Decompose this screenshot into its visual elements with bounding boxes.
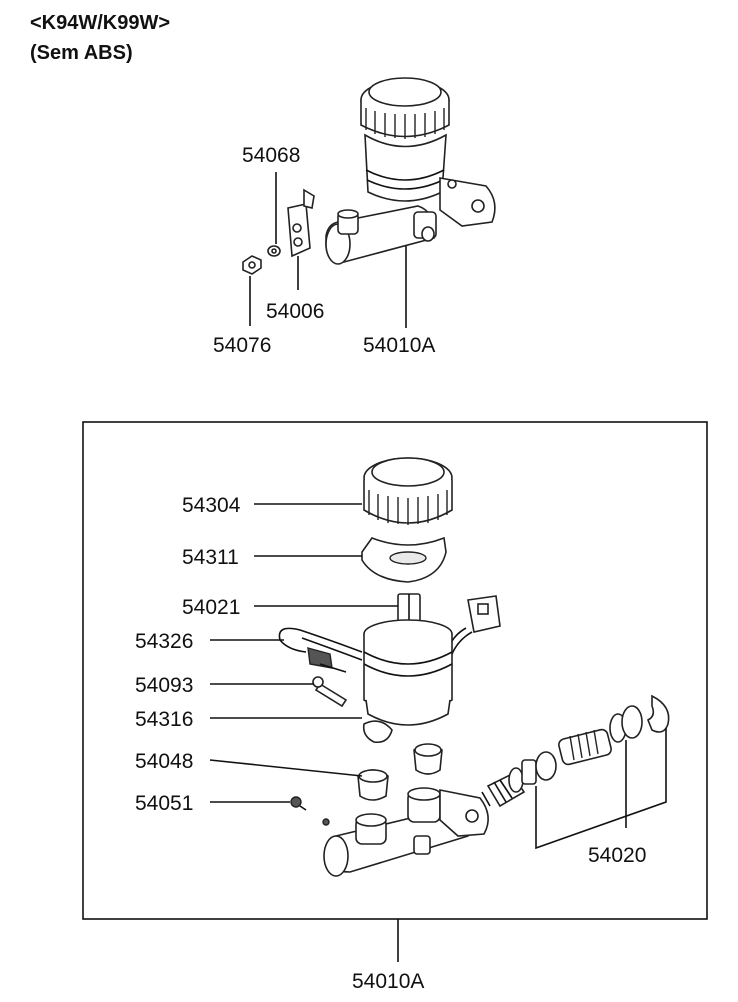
variant-heading: (Sem ABS) xyxy=(30,42,133,64)
callout-54316: 54316 xyxy=(135,708,193,731)
exploded-view-frame xyxy=(82,421,708,920)
callout-54010a-top: 54010A xyxy=(363,334,435,357)
callout-54311: 54311 xyxy=(182,546,239,569)
callout-54093: 54093 xyxy=(135,674,193,697)
callout-54076: 54076 xyxy=(213,334,271,357)
callout-54048: 54048 xyxy=(135,750,193,773)
callout-54304: 54304 xyxy=(182,494,241,517)
callout-54051: 54051 xyxy=(135,792,193,815)
callout-54006: 54006 xyxy=(266,300,324,323)
callout-54326: 54326 xyxy=(135,630,193,653)
callout-54010a-bottom: 54010A xyxy=(352,970,424,993)
exploded-parts xyxy=(278,457,670,877)
callout-54020: 54020 xyxy=(588,844,646,867)
piston-kit xyxy=(481,694,670,808)
callout-54068: 54068 xyxy=(242,144,300,167)
model-heading: <K94W/K99W> xyxy=(30,12,171,34)
top-master-cylinder-assembly xyxy=(242,77,496,275)
leader-54020-a xyxy=(535,728,667,850)
leader-54048 xyxy=(209,759,363,777)
callout-54021: 54021 xyxy=(182,596,240,619)
